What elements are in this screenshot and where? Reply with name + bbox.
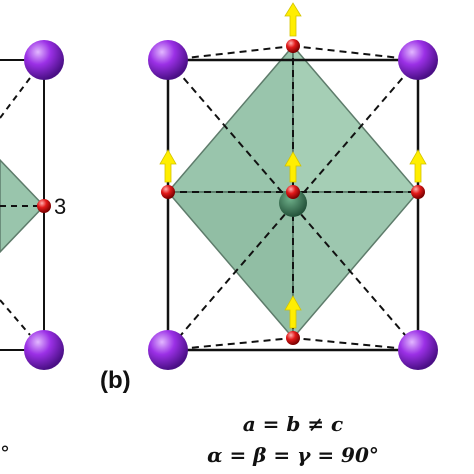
left-cation-atom-top <box>24 40 64 80</box>
dashed-bond <box>167 59 419 351</box>
cation-atom-bottom-left <box>148 330 188 370</box>
dashed-bond <box>167 45 294 61</box>
left-oxygen-atom-site-3 <box>37 199 51 213</box>
lattice-equation-line2: α = β = γ = 90° <box>207 443 379 467</box>
dashed-bond <box>167 337 294 351</box>
site-3-label: 3 <box>54 194 66 219</box>
left-partial-panel: 3 ° <box>0 40 66 465</box>
panel-b: (b) a = b ≠ c α = β = γ = 90° <box>100 2 438 467</box>
oxygen-atom-bottom <box>286 331 300 345</box>
left-dashed-bond <box>0 299 31 336</box>
center-metal-atom <box>279 189 307 217</box>
left-partial-text: ° <box>0 441 10 465</box>
cation-atom-top-left <box>148 40 188 80</box>
up-arrow-icon <box>159 149 177 183</box>
up-arrow-icon <box>284 151 302 183</box>
dashed-bond <box>292 45 419 61</box>
oxygen-atom-top <box>286 39 300 53</box>
dashed-bond <box>292 337 419 351</box>
dashed-bond <box>167 59 419 351</box>
cation-atom-bottom-right <box>398 330 438 370</box>
octahedron-face-lower-left <box>166 191 294 341</box>
oxygen-atom-left <box>161 185 175 199</box>
up-arrow-icon <box>409 149 427 183</box>
panel-label: (b) <box>100 367 131 394</box>
up-arrow-icon <box>284 2 302 37</box>
octahedron-face-lower-right <box>292 191 420 341</box>
oxygen-atom-right <box>411 185 425 199</box>
cation-atom-top-right <box>398 40 438 80</box>
up-arrow-icon <box>284 295 302 329</box>
oxygen-atom-center <box>286 185 300 199</box>
octahedron-face-upper-left <box>166 43 294 193</box>
lattice-equation-line1: a = b ≠ c <box>243 412 344 436</box>
octahedron-face-upper-right <box>292 43 420 193</box>
left-cation-atom-bottom <box>24 330 64 370</box>
left-dashed-bond <box>0 77 31 119</box>
